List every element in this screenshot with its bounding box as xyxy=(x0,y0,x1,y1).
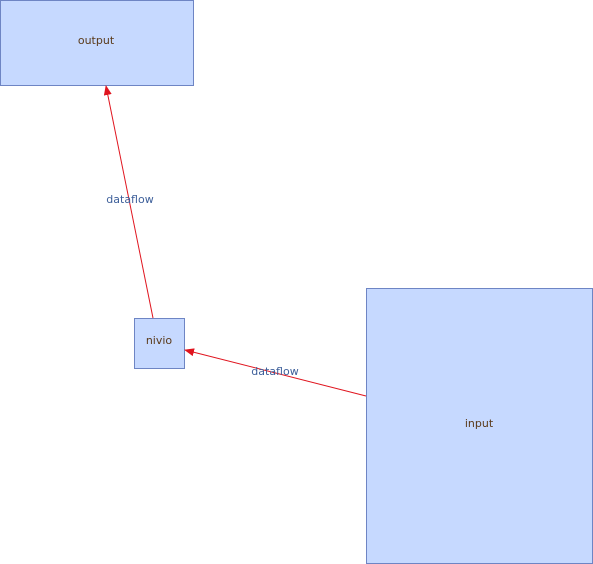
node-input-label: input xyxy=(465,417,494,430)
edge-nivio-to-output-label: dataflow xyxy=(106,193,153,206)
node-nivio-box[interactable] xyxy=(134,318,185,369)
node-nivio[interactable]: nivio xyxy=(134,318,185,369)
node-input[interactable]: input xyxy=(366,288,593,564)
node-output-label: output xyxy=(78,34,115,47)
node-output-box[interactable] xyxy=(0,0,194,86)
node-output[interactable]: output xyxy=(0,0,194,86)
edge-input-to-nivio-label: dataflow xyxy=(251,365,298,378)
edge-input-to-nivio-line[interactable] xyxy=(184,348,367,397)
edge-nivio-to-output[interactable]: dataflow xyxy=(103,85,154,319)
node-nivio-label: nivio xyxy=(146,334,173,347)
edge-input-to-nivio[interactable]: dataflow xyxy=(184,348,367,397)
node-input-box[interactable] xyxy=(366,288,593,564)
edge-nivio-to-output-line[interactable] xyxy=(103,85,154,319)
